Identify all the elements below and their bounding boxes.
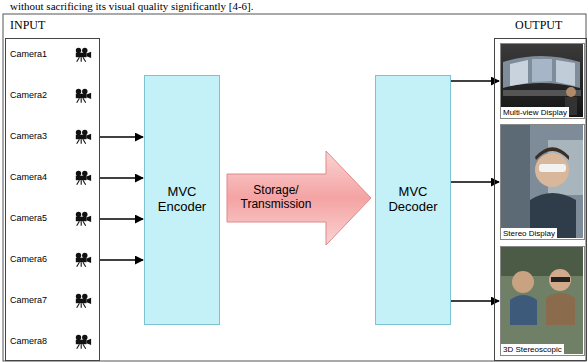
arrow-outline — [227, 151, 371, 245]
camera-label: Camera4 — [10, 172, 47, 182]
panel-heading: OUTPUT — [515, 18, 562, 33]
flow-arrow — [100, 136, 143, 137]
io-panel: INPUT — [5, 38, 100, 361]
camera-label: Camera3 — [10, 131, 47, 141]
camera-label: Camera7 — [10, 295, 47, 305]
flow-arrow — [451, 300, 499, 301]
block-label: MVC Decoder — [376, 185, 450, 215]
channel-arrow: Storage/ Transmission — [226, 150, 372, 246]
stereoscopic-photo — [500, 246, 583, 354]
flow-arrow — [451, 181, 499, 182]
flow-arrow — [100, 218, 143, 219]
camera-label: Camera6 — [10, 254, 47, 264]
multiview-photo — [500, 43, 583, 117]
stereo-photo — [500, 124, 583, 238]
flow-arrow — [100, 177, 143, 178]
display-caption: Multi-view Display — [501, 107, 569, 118]
block-label: Storage/ Transmission — [230, 150, 322, 246]
io-panel: Multi-view DisplayStereo Display 3D Stere… — [494, 38, 587, 361]
camera-label: Camera8 — [10, 336, 47, 346]
display-tile: Multi-view Display — [500, 43, 585, 119]
flow-arrow — [451, 80, 499, 81]
outer-frame — [3, 14, 586, 361]
display-tile: Stereo Display — [500, 124, 585, 240]
codec-box: MVC Encoder — [144, 75, 220, 325]
body-text: without sacrificing its visual quality s… — [10, 0, 253, 12]
block-label: MVC Encoder — [145, 185, 219, 215]
codec-box: MVC Decoder — [375, 75, 451, 325]
display-caption: Stereo Display — [501, 228, 557, 239]
camera-label: Camera5 — [10, 213, 47, 223]
camera-label: Camera2 — [10, 90, 47, 100]
display-tile: 3D Stereoscopic — [500, 246, 585, 356]
camera-icons — [76, 48, 91, 349]
camera-label: Camera1 — [10, 49, 47, 59]
flow-arrow — [100, 259, 143, 260]
display-caption: 3D Stereoscopic — [501, 344, 564, 355]
panel-heading: INPUT — [10, 18, 45, 33]
